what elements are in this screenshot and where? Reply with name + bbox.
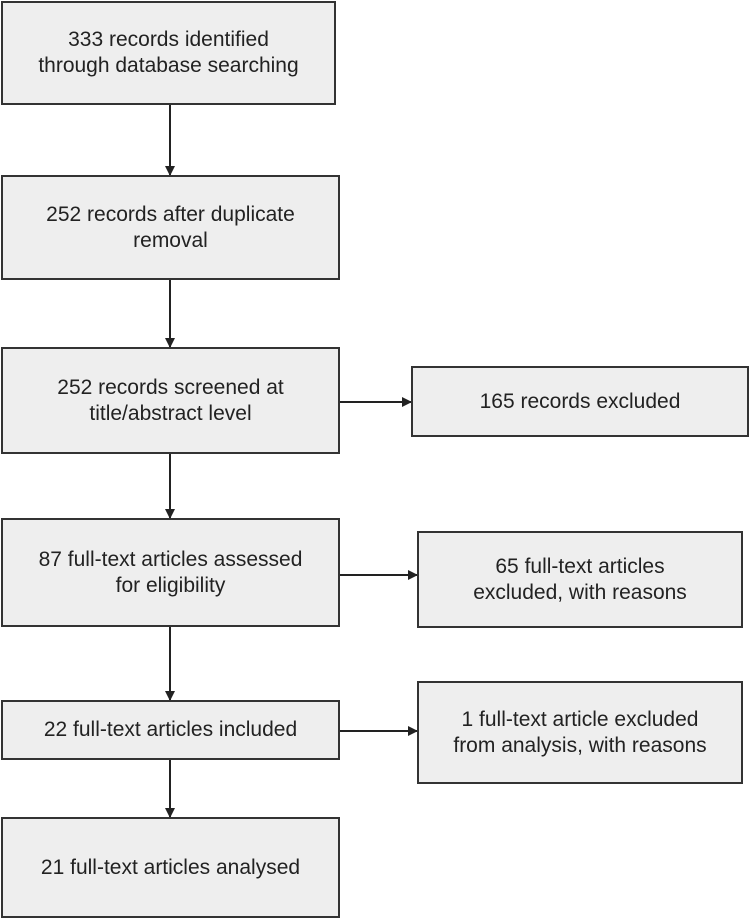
- step-assessed-line-1: 87 full-text articles assessed: [38, 547, 303, 571]
- step-assessed: 87 full-text articles assessed for eligi…: [1, 518, 340, 627]
- step-identified-line-2: through database searching: [38, 54, 299, 77]
- step-deduplicated: 252 records after duplicate removal: [1, 175, 340, 280]
- step-deduplicated-line-1: 252 records after duplicate: [46, 202, 295, 226]
- excluded-analysis-line-1: 1 full-text article excluded: [461, 707, 699, 731]
- excluded-analysis-line-2: from analysis, with reasons: [453, 733, 707, 757]
- step-analysed-line-1: 21 full-text articles analysed: [40, 855, 301, 879]
- excluded-analysis: 1 full-text article excluded from analys…: [417, 681, 743, 784]
- step-included-line-1: 22 full-text articles included: [43, 718, 298, 741]
- excluded-fulltext-line-1: 65 full-text articles: [495, 554, 665, 578]
- step-screened-line-1: 252 records screened at: [57, 375, 284, 399]
- step-identified: 333 records identified through database …: [1, 1, 336, 105]
- excluded-records-line-1: 165 records excluded: [479, 389, 681, 413]
- step-assessed-line-2: for eligibility: [115, 573, 226, 597]
- step-screened-line-2: title/abstract level: [89, 401, 252, 425]
- excluded-fulltext-line-2: excluded, with reasons: [473, 580, 687, 604]
- step-included: 22 full-text articles included: [1, 700, 340, 760]
- step-identified-line-1: 333 records identified: [68, 28, 269, 51]
- step-analysed: 21 full-text articles analysed: [1, 817, 340, 918]
- excluded-records: 165 records excluded: [411, 366, 749, 437]
- step-deduplicated-line-2: removal: [133, 228, 208, 252]
- excluded-fulltext: 65 full-text articles excluded, with rea…: [417, 531, 743, 628]
- step-screened: 252 records screened at title/abstract l…: [1, 347, 340, 454]
